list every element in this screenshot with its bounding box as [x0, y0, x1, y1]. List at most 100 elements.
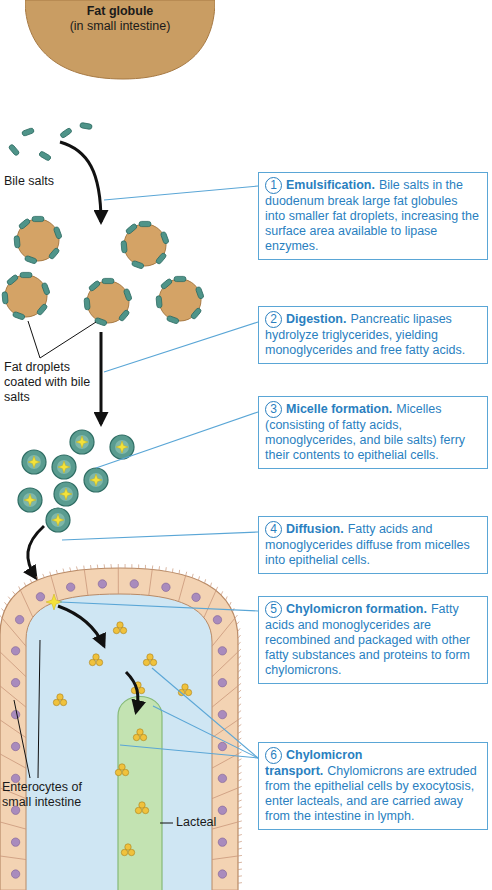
- cell-nucleus: [192, 593, 200, 601]
- cell-border: [0, 754, 26, 768]
- cell-border: [20, 590, 33, 617]
- microvilli: [0, 752, 1, 754]
- microvilli: [238, 869, 242, 871]
- microvilli: [238, 690, 241, 693]
- cell-border: [179, 576, 186, 602]
- microvilli: [0, 814, 1, 815]
- part-label: Lacteal: [176, 815, 236, 830]
- microvilli: [0, 718, 1, 720]
- globule-outline: [25, 0, 215, 79]
- chylomicron: [135, 807, 141, 813]
- microvilli: [238, 711, 241, 714]
- microvilli: [216, 587, 218, 591]
- micelles: [18, 430, 134, 532]
- microvilli: [125, 564, 126, 568]
- villus-core: [26, 594, 212, 890]
- microvilli: [13, 592, 16, 595]
- chylomicron: [96, 659, 102, 665]
- cell-border: [212, 618, 235, 646]
- microvilli: [210, 583, 211, 587]
- microvilli: [50, 572, 51, 576]
- chylomicron: [138, 687, 144, 693]
- microvilli: [0, 635, 1, 638]
- cell-border: [212, 788, 238, 799]
- chylomicrons: [53, 622, 191, 856]
- microvilli: [238, 828, 242, 829]
- villus-wall: [0, 568, 238, 890]
- cell-border: [0, 856, 26, 860]
- step-heading: Micelle formation.: [286, 402, 392, 416]
- microvilli: [0, 821, 1, 822]
- cell-nucleus: [218, 647, 226, 655]
- step-heading: Emulsification.: [286, 178, 375, 192]
- cell-border: [0, 686, 26, 707]
- chylomicron: [128, 849, 134, 855]
- microvilli: [238, 800, 242, 802]
- microvilli: [131, 564, 132, 568]
- chylomicron: [60, 699, 66, 705]
- microvilli: [0, 780, 1, 782]
- microvilli: [83, 566, 85, 570]
- microvilli: [238, 628, 241, 631]
- cell-border: [212, 652, 238, 677]
- microvilli: [159, 566, 161, 570]
- microvilli: [238, 724, 241, 726]
- microvilli: [56, 570, 57, 574]
- microvilli: [90, 565, 92, 569]
- callout-leader: [60, 186, 258, 758]
- microvilli: [238, 649, 241, 652]
- callout-number: 3: [265, 401, 282, 418]
- cell-nucleus: [218, 870, 226, 878]
- microvilli: [238, 642, 241, 645]
- microvilli: [238, 731, 241, 733]
- microvilli: [0, 738, 1, 740]
- microvilli: [238, 779, 242, 781]
- chylomicron: [53, 699, 59, 705]
- microvilli: [0, 869, 1, 870]
- cell-nucleus: [11, 870, 19, 878]
- chylomicron: [121, 849, 127, 855]
- chylomicron: [143, 659, 149, 665]
- cell-nucleus: [36, 593, 44, 601]
- microvilli: [235, 615, 238, 618]
- cell-border: [0, 720, 26, 738]
- cell-nucleus: [11, 710, 19, 718]
- microvilli: [104, 564, 106, 568]
- microvilli: [165, 567, 167, 571]
- bile-salts: [8, 122, 92, 161]
- cell-nucleus: [66, 583, 74, 591]
- callout-box: 4Diffusion.Fatty acids and monoglyceride…: [258, 516, 488, 574]
- microvilli: [0, 649, 1, 652]
- cell-border: [149, 569, 152, 595]
- microvilli: [0, 800, 1, 801]
- microvilli: [0, 711, 1, 713]
- leader-line: [28, 321, 96, 358]
- microvilli: [238, 786, 242, 788]
- cell-nucleus: [218, 774, 226, 782]
- microvilli: [238, 848, 242, 849]
- microvilli: [238, 882, 242, 884]
- microvilli: [238, 752, 242, 754]
- microvilli: [0, 807, 1, 808]
- microvilli: [179, 570, 181, 574]
- microvilli: [172, 568, 174, 572]
- microvilli: [0, 862, 1, 863]
- microvilli: [198, 576, 199, 580]
- microvilli: [186, 572, 187, 576]
- microvilli: [238, 759, 242, 761]
- process-arrow: [58, 606, 138, 712]
- cell-border: [212, 856, 238, 860]
- chylomicron: [115, 769, 121, 775]
- cell-nucleus: [11, 679, 19, 687]
- microvilli: [152, 565, 154, 569]
- chylomicron: [185, 689, 191, 695]
- microvilli: [0, 690, 1, 692]
- microvilli: [0, 622, 1, 625]
- microvilli: [238, 669, 241, 672]
- cell-border: [212, 686, 238, 707]
- microvilli: [0, 745, 1, 747]
- microvilli: [226, 596, 228, 600]
- microvilli: [0, 615, 2, 618]
- globule-title: Fat globule: [25, 4, 215, 19]
- microvilli: [238, 676, 241, 679]
